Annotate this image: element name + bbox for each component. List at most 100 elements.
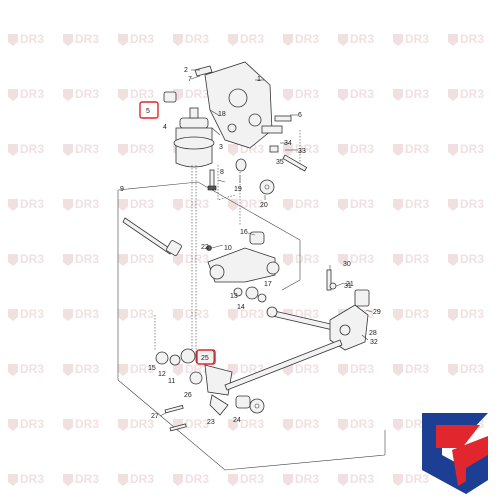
watermark-tile: DR3 xyxy=(173,87,209,101)
watermark-text: DR3 xyxy=(20,32,44,46)
watermark-text: DR3 xyxy=(295,417,319,431)
callout-3: 3 xyxy=(219,144,223,151)
watermark-text: DR3 xyxy=(75,252,99,266)
watermark-tile: DR3 xyxy=(8,307,44,321)
watermark-text: DR3 xyxy=(405,307,429,321)
callout-2: 2 xyxy=(184,67,188,74)
watermark-tile: DR3 xyxy=(393,252,429,266)
watermark-tile: DR3 xyxy=(8,142,44,156)
callout-4: 4 xyxy=(163,124,167,131)
part-5-bushing xyxy=(163,91,177,103)
callout-27: 27 xyxy=(151,413,159,420)
bolts xyxy=(207,169,217,191)
watermark-text: DR3 xyxy=(240,197,264,211)
watermark-tile: DR3 xyxy=(118,417,154,431)
watermark-tile: DR3 xyxy=(8,252,44,266)
bottom-bolts xyxy=(164,404,187,432)
watermark-text: DR3 xyxy=(185,362,209,376)
watermark-tile: DR3 xyxy=(393,307,429,321)
watermark-text: DR3 xyxy=(240,307,264,321)
watermark-tile: DR3 xyxy=(63,87,99,101)
watermark-tile: DR3 xyxy=(338,87,374,101)
watermark-text: DR3 xyxy=(75,142,99,156)
watermark-tile: DR3 xyxy=(63,307,99,321)
assembly-frame xyxy=(117,181,386,471)
callout-31: 31 xyxy=(344,283,352,290)
callout-28: 28 xyxy=(369,330,377,337)
watermark-text: DR3 xyxy=(185,472,209,486)
callout-13: 13 xyxy=(230,293,238,300)
callout-22: 22 xyxy=(201,244,209,251)
watermark-tile: DR3 xyxy=(63,252,99,266)
callout-10: 10 xyxy=(224,245,232,252)
watermark-text: DR3 xyxy=(75,307,99,321)
watermark-tile: DR3 xyxy=(173,197,209,211)
watermark-text: DR3 xyxy=(295,87,319,101)
highlight-box-25 xyxy=(196,349,216,365)
watermark-text: DR3 xyxy=(20,142,44,156)
watermark-tile: DR3 xyxy=(8,32,44,46)
watermark-tile: DR3 xyxy=(228,197,264,211)
watermark-text: DR3 xyxy=(20,362,44,376)
watermark-tile: DR3 xyxy=(338,252,374,266)
long-pin xyxy=(122,217,182,256)
watermark-tile: DR3 xyxy=(8,362,44,376)
callout-7: 7 xyxy=(188,76,192,83)
callout-18: 18 xyxy=(218,111,226,118)
callout-35: 35 xyxy=(276,159,284,166)
watermark-tile: DR3 xyxy=(338,197,374,211)
watermark-tile: DR3 xyxy=(118,142,154,156)
watermark-tile: DR3 xyxy=(63,32,99,46)
watermark-tile: DR3 xyxy=(393,87,429,101)
callout-8: 8 xyxy=(220,169,224,176)
watermark-tile: DR3 xyxy=(283,197,319,211)
watermark-text: DR3 xyxy=(350,142,374,156)
callout-numbers: 1 2 3 4 5 6 7 8 9 10 11 12 13 14 15 16 1… xyxy=(120,67,381,426)
callout-30: 30 xyxy=(343,261,351,268)
watermark-text: DR3 xyxy=(75,362,99,376)
watermark-text: DR3 xyxy=(75,197,99,211)
callout-15: 15 xyxy=(148,365,156,372)
watermark-text: DR3 xyxy=(20,472,44,486)
callout-12: 12 xyxy=(158,371,166,378)
watermark-text: DR3 xyxy=(130,307,154,321)
watermark-text: DR3 xyxy=(405,252,429,266)
watermark-tile: DR3 xyxy=(118,87,154,101)
watermark-text: DR3 xyxy=(350,417,374,431)
watermark-text: DR3 xyxy=(460,197,484,211)
watermark-text: DR3 xyxy=(405,32,429,46)
lower-bushings xyxy=(155,348,215,366)
watermark-text: DR3 xyxy=(350,362,374,376)
watermark-tile: DR3 xyxy=(448,197,484,211)
watermark-tile: DR3 xyxy=(173,362,209,376)
watermark-tile: DR3 xyxy=(393,197,429,211)
watermark-tile: DR3 xyxy=(118,32,154,46)
highlight-box-5 xyxy=(139,101,159,119)
watermark-tile: DR3 xyxy=(63,472,99,486)
watermark-tile: DR3 xyxy=(228,307,264,321)
watermark-text: DR3 xyxy=(350,197,374,211)
callout-34: 34 xyxy=(284,140,292,147)
watermark-text: DR3 xyxy=(460,32,484,46)
watermark-tile: DR3 xyxy=(283,32,319,46)
watermark-tile: DR3 xyxy=(173,252,209,266)
watermark-tile: DR3 xyxy=(338,417,374,431)
leader-lines xyxy=(159,69,373,417)
rocker-arm xyxy=(206,231,280,283)
watermark-text: DR3 xyxy=(405,142,429,156)
callout-33: 33 xyxy=(298,148,306,155)
watermark-tile: DR3 xyxy=(173,32,209,46)
watermark-text: DR3 xyxy=(20,87,44,101)
callout-32: 32 xyxy=(370,339,378,346)
watermark-text: DR3 xyxy=(240,32,264,46)
watermark-text: DR3 xyxy=(20,197,44,211)
callout-26: 26 xyxy=(184,392,192,399)
watermark-text: DR3 xyxy=(185,87,209,101)
watermark-tile: DR3 xyxy=(448,362,484,376)
watermark-tile: DR3 xyxy=(8,197,44,211)
watermark-text: DR3 xyxy=(460,362,484,376)
callout-1: 1 xyxy=(257,76,261,83)
watermark-text: DR3 xyxy=(75,417,99,431)
watermark-text: DR3 xyxy=(350,32,374,46)
watermark-tile: DR3 xyxy=(228,32,264,46)
